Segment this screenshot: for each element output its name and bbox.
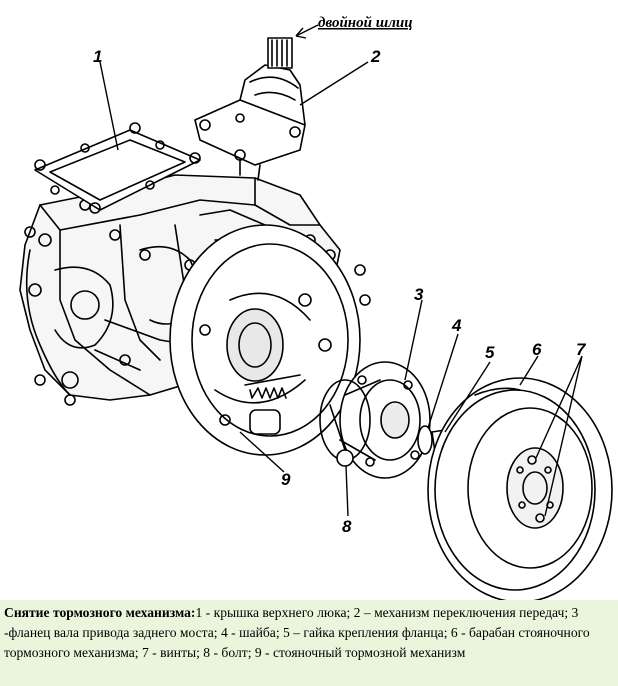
figure-caption: Снятие тормозного механизма:1 - крышка в…: [0, 600, 618, 686]
callout-8: 8: [342, 517, 352, 536]
washer: [417, 425, 433, 455]
parking-brake-drum: [427, 377, 613, 600]
callout-4: 4: [451, 316, 462, 335]
double-spline-note: двойной шлиц: [318, 15, 413, 31]
caption-text: 1 - крышка верхнего люка; 2 – механизм п…: [4, 605, 590, 660]
callout-7: 7: [576, 340, 587, 359]
drive-shaft-flange: [319, 361, 431, 479]
gear-shift-mechanism: [194, 37, 306, 181]
top-hatch-cover: [34, 122, 201, 214]
parking-brake-mechanism: [169, 224, 361, 456]
callout-2: 2: [370, 47, 381, 66]
bolt: [329, 404, 354, 467]
callout-9: 9: [281, 470, 291, 489]
callout-3: 3: [414, 285, 424, 304]
caption-title: Снятие тормозного механизма:: [4, 605, 196, 620]
callout-1: 1: [93, 47, 102, 66]
gearbox-exploded-drawing: 1 2 3 4 5 6 7 8 9 двойной шлиц: [19, 15, 613, 600]
callout-5: 5: [485, 343, 495, 362]
callout-6: 6: [532, 340, 542, 359]
